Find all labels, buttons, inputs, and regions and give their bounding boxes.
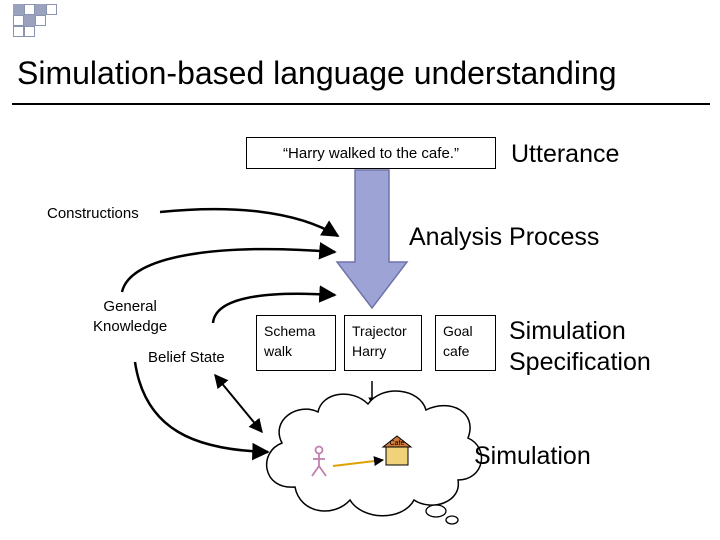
- utterance-box: “Harry walked to the cafe.”: [246, 137, 496, 169]
- spec-box-trajector: Trajector Harry: [344, 315, 422, 371]
- title-divider: [12, 103, 710, 105]
- walk-path-arrow: [332, 456, 384, 467]
- analysis-process-arrow: [335, 169, 409, 310]
- utterance-label: Utterance: [511, 140, 620, 168]
- spec-box-schema: Schema walk: [256, 315, 336, 371]
- spec-box-goal: Goal cafe: [435, 315, 496, 371]
- general-knowledge-arrow: [211, 285, 337, 324]
- simulation-cloud: [265, 390, 483, 517]
- cafe-sign-label: Cafe: [389, 440, 405, 447]
- simulation-feedback-curve-bottom: [133, 361, 270, 461]
- general-knowledge-label: General Knowledge: [93, 298, 168, 335]
- simulation-feedback-curve-top: [120, 242, 337, 293]
- simulation-specification-label: Simulation Specification: [509, 317, 651, 376]
- constructions-arrow: [159, 207, 340, 238]
- cloud-bubble: [445, 515, 459, 525]
- simulation-label: Simulation: [474, 442, 591, 470]
- analysis-process-label: Analysis Process: [409, 223, 600, 251]
- page-title: Simulation-based language understanding: [17, 55, 617, 91]
- cloud-bubble: [425, 504, 447, 518]
- cafe-house: [385, 446, 409, 466]
- belief-state-arrow: [214, 373, 263, 434]
- constructions-label: Constructions: [47, 205, 139, 222]
- walker-figure: [311, 445, 327, 477]
- belief-state-label: Belief State: [148, 349, 225, 366]
